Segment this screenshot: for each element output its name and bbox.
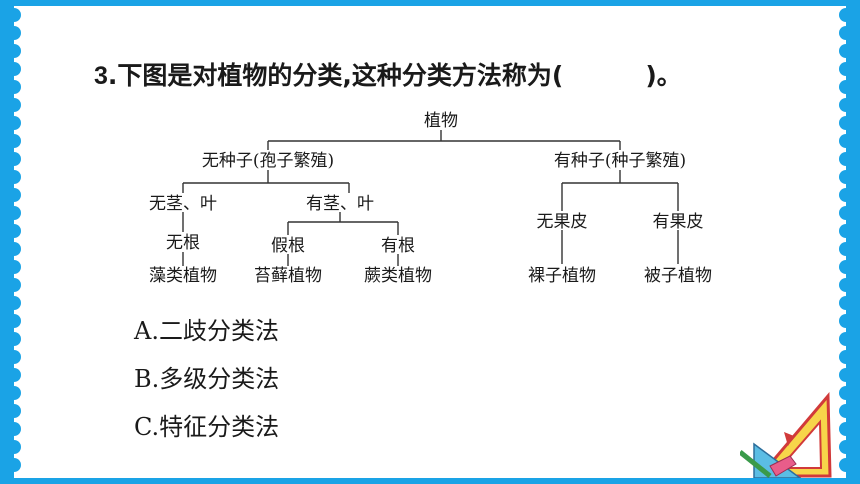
option-b-letter: B. [134, 365, 160, 393]
scallop [839, 80, 846, 94]
scallop [14, 314, 21, 328]
option-c-letter: C. [134, 413, 160, 441]
scallop [839, 422, 846, 436]
scallop [14, 188, 21, 202]
question-number: 3 [94, 62, 108, 90]
scallop [14, 458, 21, 472]
tree-node-has-pericarp: 有果皮 [652, 212, 704, 232]
option-c[interactable]: C.特征分类法 [134, 407, 279, 442]
scallop [839, 314, 846, 328]
question-text: .下图是对植物的分类,这种分类方法称为( [107, 61, 564, 90]
tree-node-has-root: 有根 [381, 236, 415, 256]
tree-leaf-moss: 苔藓植物 [254, 266, 322, 286]
scallop [839, 386, 846, 400]
tree-node-no-seed: 无种子(孢子繁殖) [201, 151, 335, 171]
question-text-end: )。 [645, 61, 682, 90]
tree-leaf-fern: 蕨类植物 [364, 266, 432, 286]
option-a-text: 二歧分类法 [158, 317, 279, 345]
option-c-text: 特征分类法 [159, 413, 280, 441]
scallop [839, 458, 846, 472]
scallop [839, 278, 846, 292]
tree-node-plants: 植物 [424, 111, 458, 131]
scallop [14, 170, 21, 184]
scallop [839, 440, 846, 454]
scallop [839, 98, 846, 112]
tree-node-fake-root: 假根 [271, 236, 305, 256]
tree-node-no-root: 无根 [166, 233, 200, 253]
scallop [839, 206, 846, 220]
scallop [839, 242, 846, 256]
tree-node-has-seed: 有种子(种子繁殖) [553, 151, 687, 171]
scallop [14, 116, 21, 130]
scallop [14, 98, 21, 112]
scalloped-border-right [839, 8, 846, 472]
scallop [14, 134, 21, 148]
scallop [14, 62, 21, 76]
option-a[interactable]: A.二歧分类法 [134, 311, 279, 346]
scallop [14, 368, 21, 382]
option-b[interactable]: B.多级分类法 [134, 359, 279, 394]
scallop [14, 296, 21, 310]
stationery-decoration-icon [740, 392, 832, 478]
option-a-letter: A. [134, 317, 159, 345]
scallop [14, 8, 21, 22]
scallop [839, 332, 846, 346]
scallop [839, 296, 846, 310]
scalloped-border-left [14, 8, 21, 472]
scallop [839, 152, 846, 166]
scallop [14, 350, 21, 364]
scallop [14, 26, 21, 40]
scallop [839, 134, 846, 148]
option-b-text: 多级分类法 [159, 365, 280, 393]
scallop [839, 62, 846, 76]
scallop [839, 260, 846, 274]
scallop [14, 152, 21, 166]
tree-leaf-algae: 藻类植物 [149, 266, 217, 286]
scallop [839, 116, 846, 130]
tree-node-no-pericarp: 无果皮 [536, 212, 588, 232]
scallop [14, 242, 21, 256]
tree-leaf-angiosperm: 被子植物 [644, 266, 712, 286]
scallop [839, 368, 846, 382]
scallop [839, 224, 846, 238]
scallop [839, 170, 846, 184]
scallop [14, 422, 21, 436]
worksheet-page [14, 6, 846, 478]
scallop [14, 260, 21, 274]
scallop [839, 44, 846, 58]
scallop [14, 440, 21, 454]
scallop [839, 188, 846, 202]
scallop [14, 80, 21, 94]
scallop [14, 404, 21, 418]
scallop [14, 206, 21, 220]
scallop [14, 44, 21, 58]
scallop [839, 350, 846, 364]
scallop [14, 386, 21, 400]
scallop [839, 26, 846, 40]
scallop [14, 224, 21, 238]
scallop [839, 404, 846, 418]
scallop [14, 332, 21, 346]
scallop [839, 8, 846, 22]
tree-node-no-stem-leaf: 无茎、叶 [149, 194, 217, 214]
question-title: 3.下图是对植物的分类,这种分类方法称为( )。 [94, 56, 682, 92]
tree-leaf-gymnosperm: 裸子植物 [528, 266, 596, 286]
tree-node-has-stem-leaf: 有茎、叶 [306, 194, 374, 214]
scallop [14, 278, 21, 292]
